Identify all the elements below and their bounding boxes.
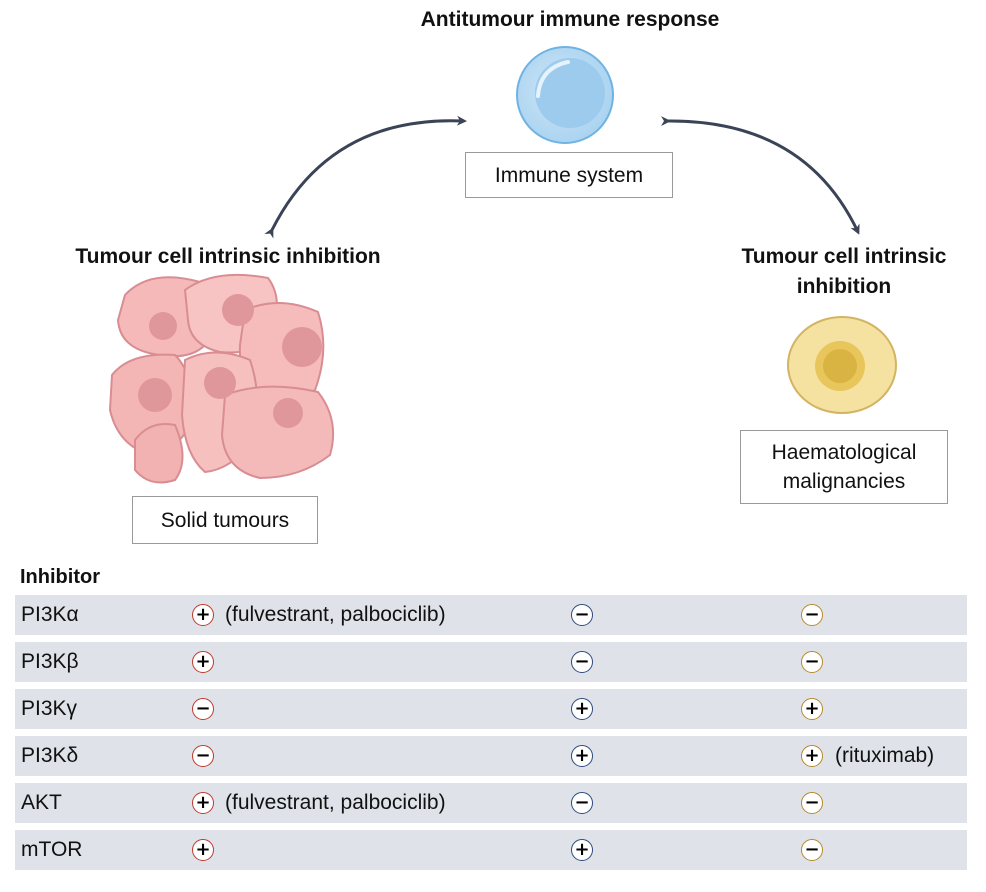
inhibitor-name: PI3Kβ [21, 650, 79, 673]
haematological-malignancies-box: Haematological malignancies [740, 430, 948, 504]
immune-effect-icon: − [571, 651, 593, 673]
left-double-arrow [264, 115, 467, 239]
table-row: mTOR + + − [15, 830, 967, 870]
right-title-line1: Tumour cell intrinsic [741, 245, 947, 268]
haem-effect-icon: − [801, 839, 823, 861]
haem-effect-icon: − [801, 651, 823, 673]
immune-system-label: Immune system [494, 163, 644, 187]
table-row: PI3Kα + (fulvestrant, palbociclib) − − [15, 595, 967, 635]
solid-effect-icon: + [192, 604, 214, 626]
solid-effect-icon: + [192, 651, 214, 673]
solid-effect-icon: + [192, 792, 214, 814]
right-title-line2: inhibition [796, 275, 892, 298]
top-title: Antitumour immune response [420, 8, 720, 31]
immune-system-box: Immune system [465, 152, 673, 198]
haem-label-line1: Haematological [771, 441, 917, 464]
right-double-arrow [660, 116, 860, 235]
immune-cell-icon [516, 46, 614, 144]
immune-effect-icon: − [571, 604, 593, 626]
inhibitor-table: PI3Kα + (fulvestrant, palbociclib) − − P… [15, 595, 967, 877]
haem-note: (rituximab) [835, 744, 935, 767]
haem-label-line2: malignancies [782, 470, 906, 493]
inhibitor-header: Inhibitor [20, 566, 100, 588]
solid-effect-icon: + [192, 839, 214, 861]
immune-effect-icon: + [571, 698, 593, 720]
solid-note: (fulvestrant, palbociclib) [225, 603, 446, 626]
table-row: AKT + (fulvestrant, palbociclib) − − [15, 783, 967, 823]
haem-effect-icon: − [801, 604, 823, 626]
diagram-graphics [108, 46, 897, 484]
inhibitor-name: PI3Kδ [21, 744, 79, 767]
inhibitor-name: mTOR [21, 838, 83, 861]
solid-tumours-box: Solid tumours [132, 496, 318, 544]
solid-note: (fulvestrant, palbociclib) [225, 791, 446, 814]
solid-effect-icon: − [192, 698, 214, 720]
immune-effect-icon: − [571, 792, 593, 814]
haem-effect-icon: − [801, 792, 823, 814]
solid-tumours-label: Solid tumours [160, 508, 290, 532]
inhibitor-name: PI3Kγ [21, 697, 78, 720]
left-title: Tumour cell intrinsic inhibition [75, 245, 381, 268]
solid-effect-icon: − [192, 745, 214, 767]
inhibitor-name: PI3Kα [21, 603, 79, 626]
table-row: PI3Kβ + − − [15, 642, 967, 682]
immune-effect-icon: + [571, 745, 593, 767]
table-row: PI3Kγ − + + [15, 689, 967, 729]
right-title: Tumour cell intrinsic inhibition [716, 242, 972, 302]
haematological-cell-icon [787, 316, 897, 414]
haem-effect-icon: + [801, 745, 823, 767]
inhibitor-name: AKT [21, 791, 62, 814]
tumour-nuclei-icon [138, 294, 322, 428]
table-row: PI3Kδ − + + (rituximab) [15, 736, 967, 776]
immune-effect-icon: + [571, 839, 593, 861]
haem-effect-icon: + [801, 698, 823, 720]
